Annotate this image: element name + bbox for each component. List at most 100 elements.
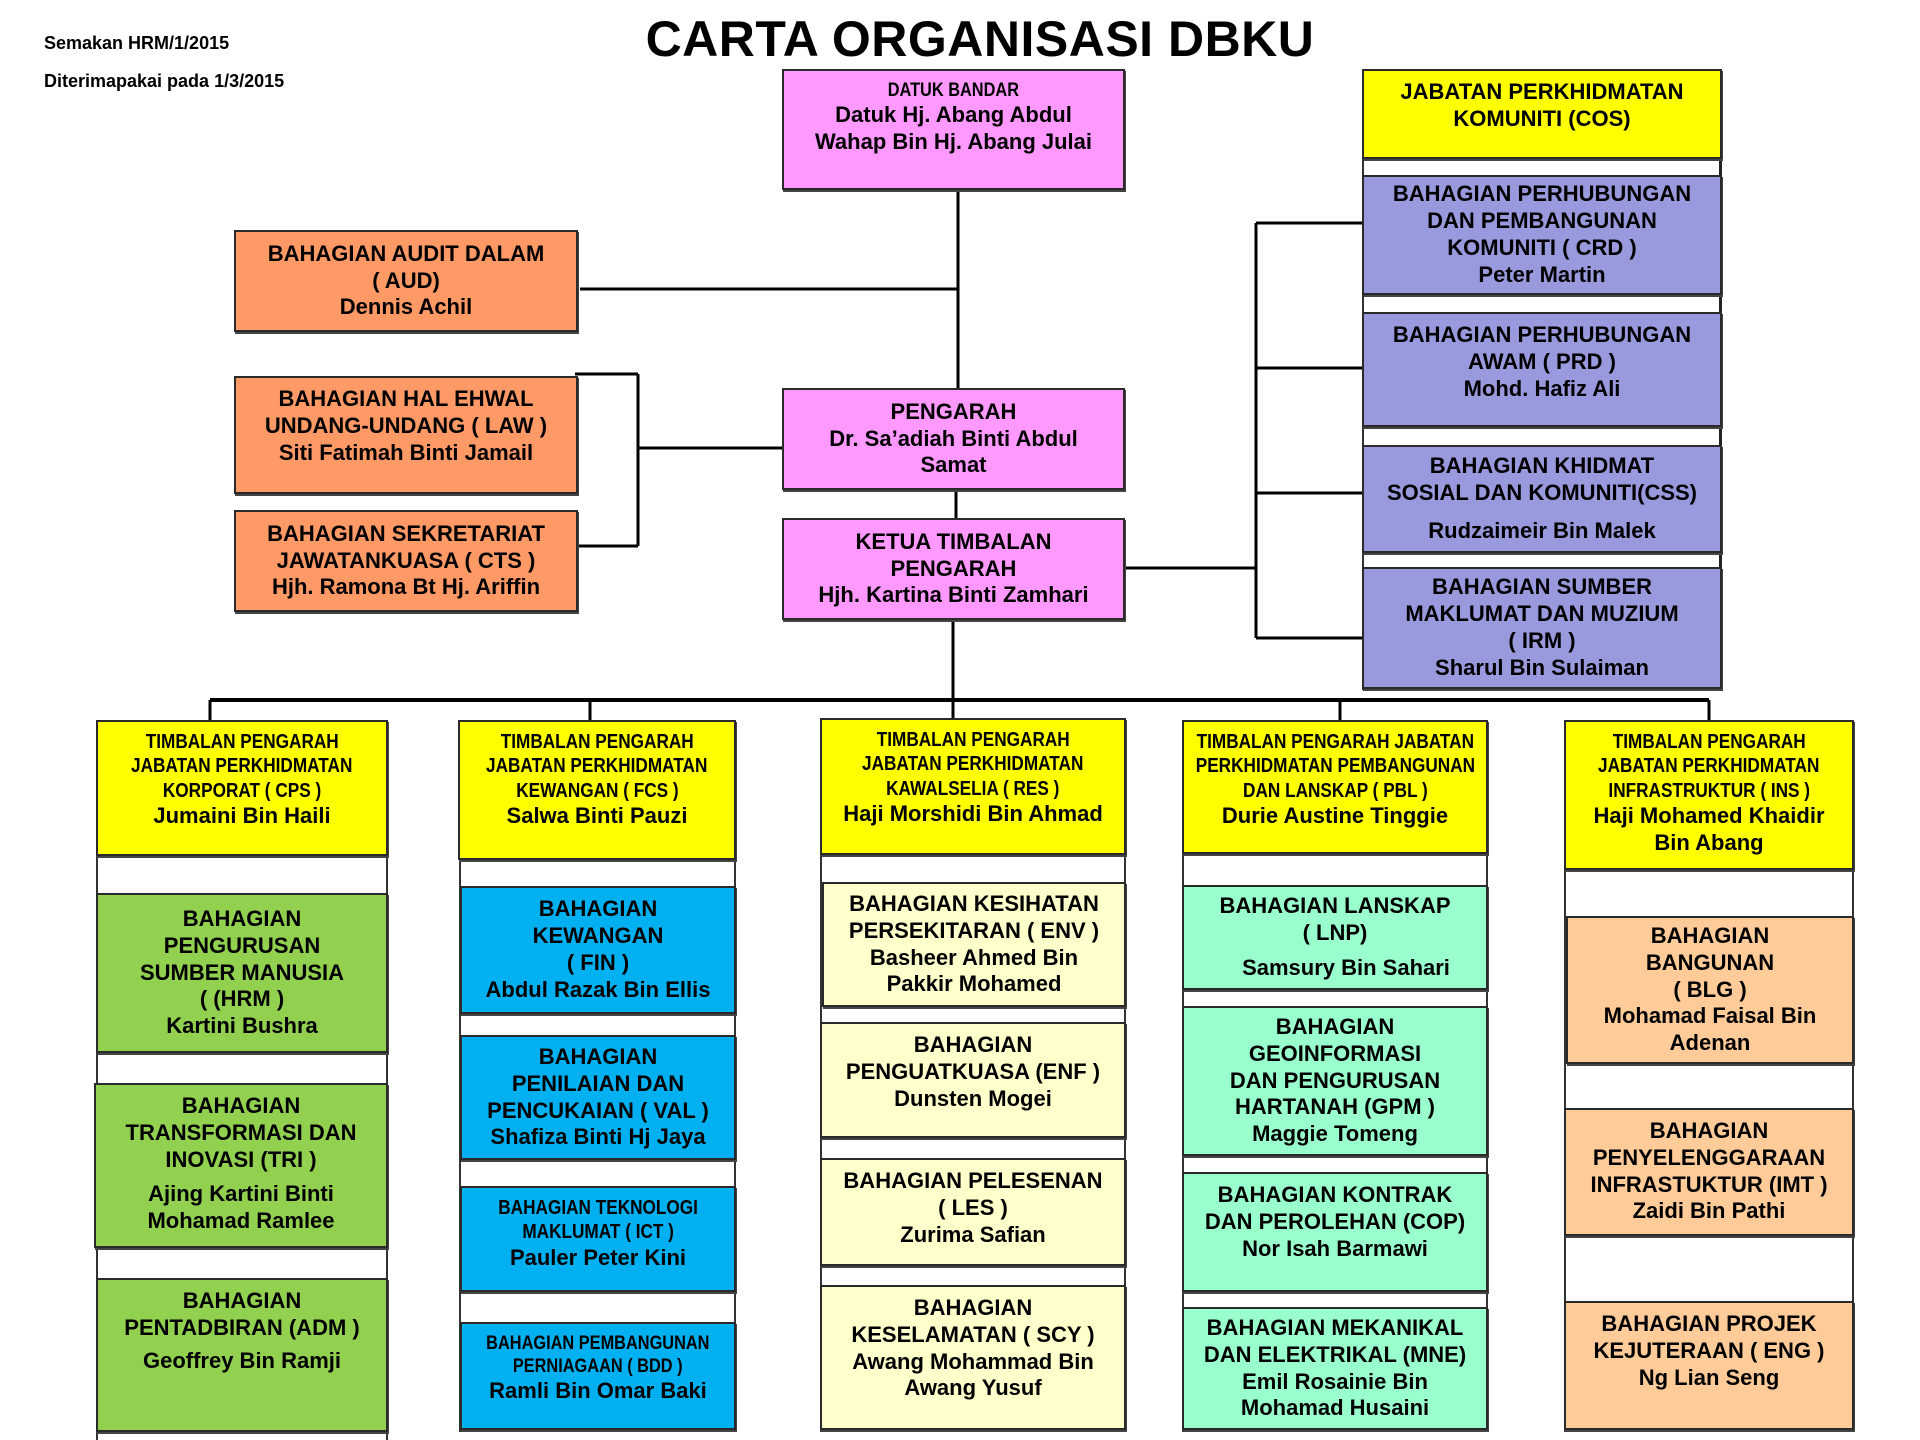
- node-res-head[interactable]: TIMBALAN PENGARAH JABATAN PERKHIDMATAN K…: [820, 718, 1126, 855]
- node-eng[interactable]: BAHAGIAN PROJEK KEJUTERAAN ( ENG ) Ng Li…: [1564, 1301, 1854, 1430]
- node-val[interactable]: BAHAGIAN PENILAIAN DAN PENCUKAIAN ( VAL …: [460, 1035, 736, 1160]
- node-title: DAN PENGURUSAN: [1229, 1067, 1441, 1093]
- node-title: ( BLG ): [1673, 976, 1747, 1002]
- node-name: Ng Lian Seng: [1638, 1364, 1780, 1390]
- node-law[interactable]: BAHAGIAN HAL EHWAL UNDANG-UNDANG ( LAW )…: [234, 376, 578, 494]
- node-title: BAHAGIAN: [913, 1032, 1033, 1057]
- node-title: BAHAGIAN AUDIT DALAM: [267, 240, 545, 266]
- node-name: Kartini Bushra: [166, 1013, 318, 1039]
- node-title: JABATAN PERKHIDMATAN: [1598, 755, 1820, 778]
- node-title: JABATAN PERKHIDMATAN: [1400, 79, 1684, 104]
- node-name: Awang Mohammad Bin: [852, 1348, 1094, 1374]
- node-title: BAHAGIAN KHIDMAT: [1429, 452, 1655, 478]
- node-name: Awang Yusuf: [904, 1375, 1042, 1401]
- node-title: BAHAGIAN LANSKAP: [1219, 893, 1451, 919]
- node-ketua-timbalan-pengarah[interactable]: KETUA TIMBALAN PENGARAH Hjh. Kartina Bin…: [782, 518, 1125, 620]
- node-title: PENCUKAIAN ( VAL ): [487, 1097, 709, 1123]
- node-title: TIMBALAN PENGARAH JABATAN: [1196, 731, 1474, 753]
- node-name: Hjh. Kartina Binti Zamhari: [818, 582, 1089, 608]
- node-title: BAHAGIAN: [182, 905, 302, 931]
- node-name: Durie Austine Tinggie: [1221, 803, 1449, 829]
- node-title: TRANSFORMASI DAN: [125, 1119, 357, 1145]
- node-aud[interactable]: BAHAGIAN AUDIT DALAM ( AUD) Dennis Achil: [234, 230, 578, 332]
- node-title: BAHAGIAN: [181, 1093, 301, 1118]
- node-title: BAHAGIAN TEKNOLOGI: [498, 1197, 698, 1219]
- node-bdd[interactable]: BAHAGIAN PEMBANGUNAN PERNIAGAAN ( BDD ) …: [460, 1322, 736, 1430]
- node-title: INFRASTRUKTUR ( INS ): [1608, 779, 1810, 802]
- node-title: PENYELENGGARAAN: [1592, 1144, 1826, 1170]
- node-hrm[interactable]: BAHAGIAN PENGURUSAN SUMBER MANUSIA ( (HR…: [96, 893, 388, 1053]
- node-title: INOVASI (TRI ): [165, 1146, 317, 1172]
- node-title: INFRASTUKTUR (IMT ): [1590, 1171, 1828, 1197]
- node-cos-head[interactable]: JABATAN PERKHIDMATAN KOMUNITI (COS): [1362, 69, 1722, 159]
- node-title: ( FIN ): [566, 950, 630, 975]
- effective-date-label: Diterimapakai pada 1/3/2015: [44, 71, 285, 91]
- node-title: UNDANG-UNDANG ( LAW ): [264, 412, 548, 438]
- node-title: PENTADBIRAN (ADM ): [124, 1314, 360, 1340]
- node-enf[interactable]: BAHAGIAN PENGUATKUASA (ENF ) Dunsten Mog…: [820, 1022, 1126, 1138]
- node-title: PERKHIDMATAN PEMBANGUNAN: [1195, 755, 1475, 778]
- node-name: Sharul Bin Sulaiman: [1435, 654, 1649, 680]
- node-pbl-head[interactable]: TIMBALAN PENGARAH JABATAN PERKHIDMATAN P…: [1182, 720, 1488, 854]
- node-name: Datuk Hj. Abang Abdul: [835, 102, 1072, 128]
- node-title: DAN LANSKAP ( PBL ): [1242, 779, 1428, 802]
- node-env[interactable]: BAHAGIAN KESIHATAN PERSEKITARAN ( ENV ) …: [822, 882, 1126, 1007]
- node-les[interactable]: BAHAGIAN PELESENAN ( LES ) Zurima Safian: [820, 1158, 1126, 1266]
- node-mne[interactable]: BAHAGIAN MEKANIKAL DAN ELEKTRIKAL (MNE) …: [1182, 1307, 1488, 1430]
- node-title: KOMUNITI ( CRD ): [1447, 235, 1637, 260]
- node-gpm[interactable]: BAHAGIAN GEOINFORMASI DAN PENGURUSAN HAR…: [1182, 1006, 1488, 1156]
- node-title: TIMBALAN PENGARAH: [876, 729, 1070, 751]
- node-title: ( IRM ): [1508, 628, 1576, 653]
- node-title: BAHAGIAN PERHUBUNGAN: [1392, 181, 1692, 207]
- node-name: Haji Mohamed Khaidir: [1593, 803, 1825, 829]
- node-adm[interactable]: BAHAGIAN PENTADBIRAN (ADM ) Geoffrey Bin…: [96, 1278, 388, 1432]
- node-cts[interactable]: BAHAGIAN SEKRETARIAT JAWATANKUASA ( CTS …: [234, 510, 578, 612]
- node-name: Dr. Sa’adiah Binti Abdul: [829, 425, 1078, 451]
- node-irm[interactable]: BAHAGIAN SUMBER MAKLUMAT DAN MUZIUM ( IR…: [1362, 567, 1722, 689]
- node-title: DAN PEROLEHAN (COP): [1204, 1208, 1466, 1234]
- node-ins-head[interactable]: TIMBALAN PENGARAH JABATAN PERKHIDMATAN I…: [1564, 720, 1854, 870]
- node-name: Shafiza Binti Hj Jaya: [490, 1124, 706, 1150]
- node-fin[interactable]: BAHAGIAN KEWANGAN ( FIN ) Abdul Razak Bi…: [460, 886, 736, 1014]
- node-title: KEWANGAN ( FCS ): [515, 779, 679, 802]
- node-css[interactable]: BAHAGIAN KHIDMAT SOSIAL DAN KOMUNITI(CSS…: [1362, 445, 1722, 553]
- node-fcs-head[interactable]: TIMBALAN PENGARAH JABATAN PERKHIDMATAN K…: [458, 720, 736, 860]
- node-title: SOSIAL DAN KOMUNITI(CSS): [1386, 479, 1698, 505]
- node-title: JABATAN PERKHIDMATAN: [131, 755, 353, 778]
- node-pengarah[interactable]: PENGARAH Dr. Sa’adiah Binti Abdul Samat: [782, 388, 1125, 490]
- node-title: PERSEKITARAN ( ENV ): [848, 917, 1100, 943]
- node-title: TIMBALAN PENGARAH: [1612, 731, 1806, 753]
- node-name: Wahap Bin Hj. Abang Julai: [814, 129, 1093, 154]
- node-title: KORPORAT ( CPS ): [162, 779, 322, 802]
- node-datuk-bandar[interactable]: DATUK BANDAR Datuk Hj. Abang Abdul Wahap…: [782, 69, 1125, 190]
- node-tri[interactable]: BAHAGIAN TRANSFORMASI DAN INOVASI (TRI )…: [94, 1083, 388, 1248]
- node-name: Mohd. Hafiz Ali: [1463, 375, 1621, 401]
- node-blg[interactable]: BAHAGIAN BANGUNAN ( BLG ) Mohamad Faisal…: [1566, 916, 1854, 1064]
- node-title: BAHAGIAN: [913, 1295, 1033, 1320]
- node-title: ( LNP): [1302, 920, 1368, 946]
- node-title: BAHAGIAN: [538, 896, 658, 922]
- node-title: GEOINFORMASI: [1248, 1040, 1422, 1066]
- node-title: KEJUTERAAN ( ENG ): [1593, 1337, 1825, 1363]
- node-title: BAHAGIAN: [1649, 1118, 1769, 1143]
- node-ict[interactable]: BAHAGIAN TEKNOLOGI MAKLUMAT ( ICT ) Paul…: [460, 1186, 736, 1292]
- node-name: Pakkir Mohamed: [886, 971, 1062, 997]
- node-scy[interactable]: BAHAGIAN KESELAMATAN ( SCY ) Awang Moham…: [820, 1285, 1126, 1430]
- node-role: KETUA TIMBALAN: [855, 528, 1052, 554]
- node-prd[interactable]: BAHAGIAN PERHUBUNGAN AWAM ( PRD ) Mohd. …: [1362, 312, 1722, 427]
- node-imt[interactable]: BAHAGIAN PENYELENGGARAAN INFRASTUKTUR (I…: [1564, 1108, 1854, 1236]
- node-name: Dennis Achil: [339, 294, 473, 320]
- node-title: KAWALSELIA ( RES ): [886, 777, 1060, 800]
- node-title: BAHAGIAN MEKANIKAL: [1206, 1314, 1464, 1340]
- node-lnp[interactable]: BAHAGIAN LANSKAP ( LNP) Samsury Bin Saha…: [1182, 885, 1488, 990]
- node-crd[interactable]: BAHAGIAN PERHUBUNGAN DAN PEMBANGUNAN KOM…: [1362, 175, 1722, 295]
- node-name: Haji Morshidi Bin Ahmad: [843, 801, 1103, 827]
- node-title: BANGUNAN: [1645, 949, 1775, 975]
- node-cps-head[interactable]: TIMBALAN PENGARAH JABATAN PERKHIDMATAN K…: [96, 720, 388, 856]
- node-name: Maggie Tomeng: [1252, 1121, 1418, 1147]
- node-title: PERNIAGAAN ( BDD ): [513, 1356, 683, 1378]
- node-title: BAHAGIAN SUMBER: [1432, 574, 1652, 600]
- node-title: PENILAIAN DAN: [511, 1070, 685, 1096]
- node-cop[interactable]: BAHAGIAN KONTRAK DAN PEROLEHAN (COP) Nor…: [1182, 1172, 1488, 1292]
